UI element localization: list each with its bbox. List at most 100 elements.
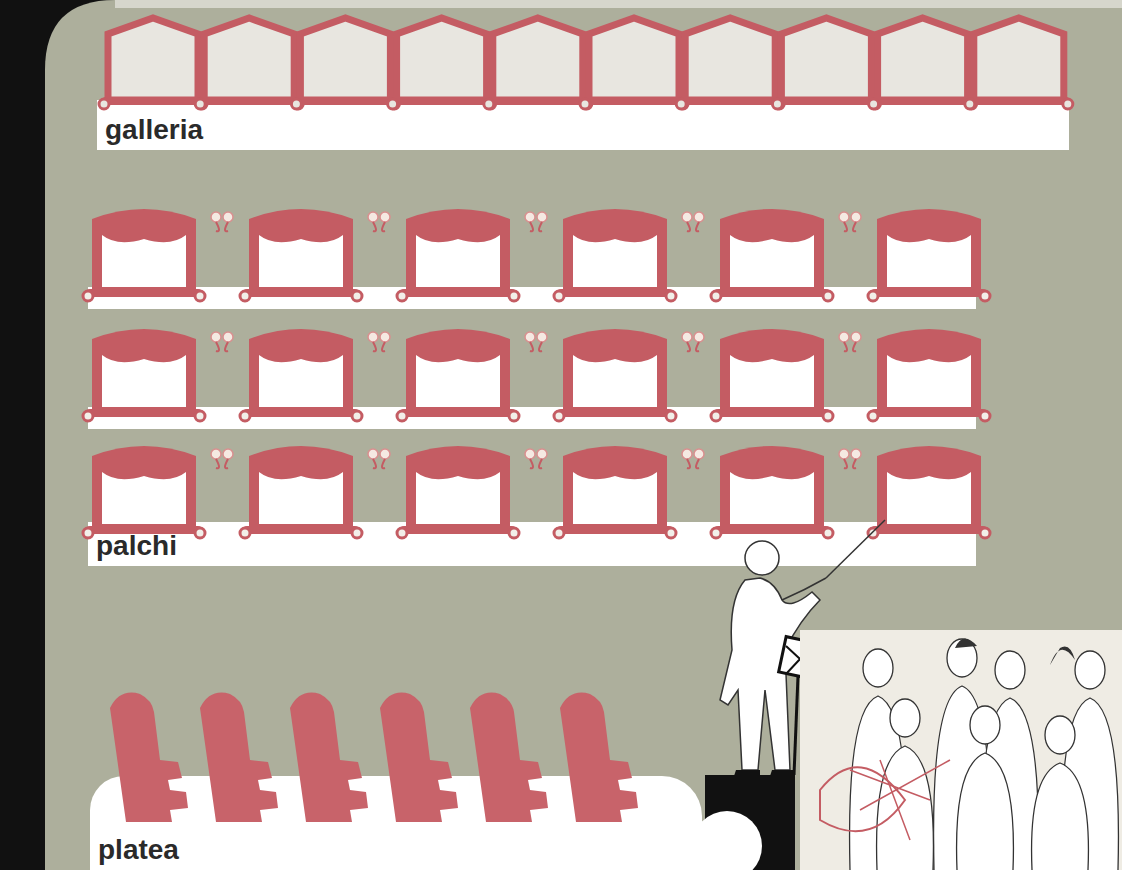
musician-head <box>947 639 977 677</box>
rail-scroll <box>397 411 407 421</box>
gallery-seat <box>772 18 880 109</box>
lamp-arm <box>696 459 699 468</box>
grey-wall <box>45 0 1122 870</box>
section-label: galleria <box>97 115 203 150</box>
opera-box <box>397 329 547 421</box>
drum-outline <box>820 767 905 831</box>
box-frame <box>563 329 667 413</box>
box-curtain <box>416 225 500 242</box>
box-curtain <box>730 345 814 362</box>
rail-scroll <box>195 411 205 421</box>
lamp-arm <box>844 222 847 231</box>
rail-scroll <box>397 291 407 301</box>
musician-body <box>957 753 1014 870</box>
lamp-arm <box>530 459 533 468</box>
box-frame <box>406 329 510 413</box>
seat-arch <box>878 18 968 100</box>
lamp-arm <box>844 342 847 351</box>
box-rail <box>714 289 830 297</box>
seat-arch <box>204 18 294 100</box>
wall-lamp <box>380 212 390 222</box>
box-curtain <box>730 462 814 479</box>
opera-box <box>397 446 547 538</box>
wall-lamp <box>682 212 692 222</box>
box-curtain <box>259 462 343 479</box>
music-stand <box>779 637 822 680</box>
box-opening <box>259 345 343 407</box>
musician-body <box>1032 763 1089 870</box>
box-rail <box>557 409 673 417</box>
palchi-band: palchi <box>88 522 976 566</box>
rail-scroll <box>83 291 93 301</box>
box-rail <box>871 289 987 297</box>
rail-scroll <box>83 411 93 421</box>
conductor-arm <box>782 578 826 600</box>
rail-scroll <box>823 291 833 301</box>
box-frame <box>92 446 196 530</box>
conductor-head <box>745 541 779 575</box>
stall-seat <box>380 693 458 822</box>
rail-scroll <box>774 99 784 109</box>
box-rail <box>400 526 516 534</box>
palchi-boxes <box>83 209 990 538</box>
lamp-arm <box>844 459 847 468</box>
seat-arch <box>685 18 775 100</box>
rail-scroll <box>554 411 564 421</box>
musician-head <box>890 699 920 737</box>
wall-lamp <box>682 449 692 459</box>
rail-scroll <box>352 528 362 538</box>
seat-rail <box>775 97 877 105</box>
musician-body <box>934 686 991 870</box>
rail-scroll <box>666 291 676 301</box>
opera-box <box>868 446 990 538</box>
rail-scroll <box>197 99 207 109</box>
seat-rail <box>102 97 204 105</box>
rail-scroll <box>484 99 494 109</box>
opera-box <box>711 446 861 538</box>
conductor-shoes <box>734 770 794 776</box>
rail-scroll <box>869 99 879 109</box>
seat-arch <box>589 18 679 100</box>
lamp-arm <box>687 459 690 468</box>
rail-scroll <box>352 291 362 301</box>
rail-scroll <box>240 411 250 421</box>
stall-seat <box>560 693 638 822</box>
box-frame <box>249 209 353 293</box>
lamp-arm <box>225 222 228 231</box>
box-rail <box>400 409 516 417</box>
musician-body <box>850 696 907 870</box>
box-frame <box>249 329 353 413</box>
box-rail <box>557 526 673 534</box>
box-frame <box>563 446 667 530</box>
box-frame <box>877 329 981 413</box>
box-curtain <box>102 462 186 479</box>
rail-scroll <box>678 99 688 109</box>
lamp-arm <box>539 342 542 351</box>
lamp-arm <box>382 459 385 468</box>
box-opening <box>416 225 500 287</box>
rail-scroll <box>509 411 519 421</box>
opera-box <box>868 209 990 301</box>
galleria-band: galleria <box>97 100 1069 150</box>
box-frame <box>406 446 510 530</box>
box-frame <box>249 446 353 530</box>
musician-head <box>1045 716 1075 754</box>
opera-box <box>554 446 704 538</box>
seat-arch <box>108 18 198 100</box>
box-rail <box>871 409 987 417</box>
musician-body <box>877 746 934 870</box>
seat-rail <box>391 97 493 105</box>
wall-lamp <box>851 212 861 222</box>
platea-band: platea <box>90 776 702 870</box>
galleria-seats <box>99 18 1073 109</box>
wall-lamp <box>380 332 390 342</box>
lamp-arm <box>225 342 228 351</box>
rail-scroll <box>352 411 362 421</box>
box-opening <box>730 225 814 287</box>
gallery-seat <box>388 18 496 109</box>
lamp-arm <box>853 342 856 351</box>
box-rail <box>243 526 359 534</box>
box-ledge <box>88 287 976 309</box>
